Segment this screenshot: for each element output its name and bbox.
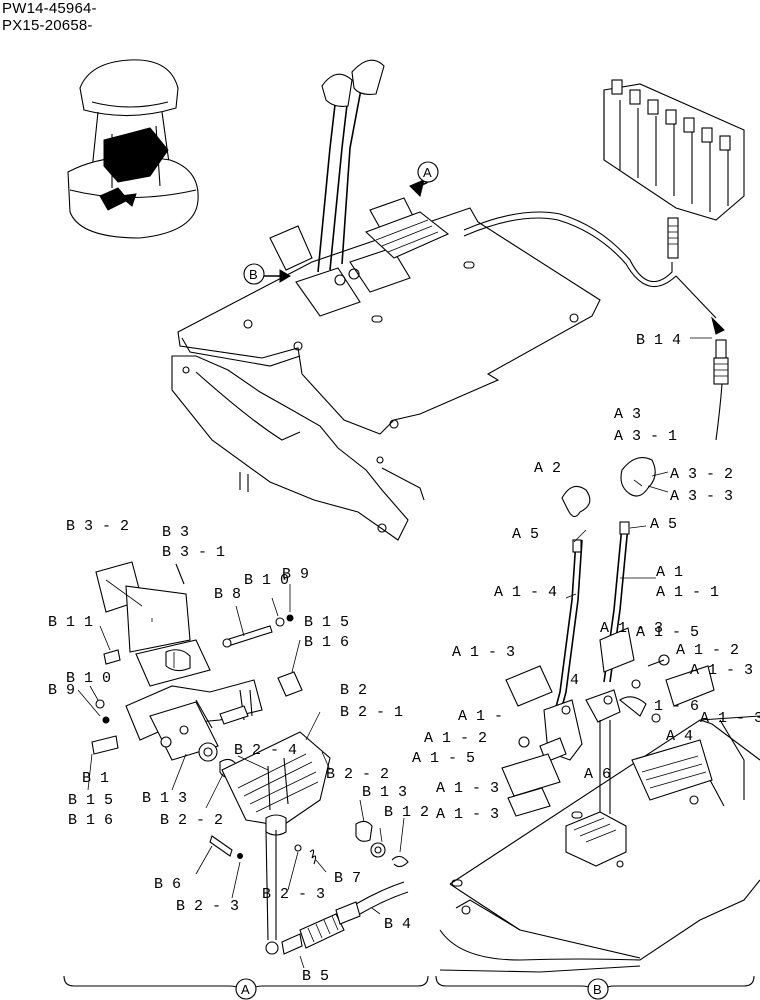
callout-b12: B 1 2 — [384, 804, 429, 821]
callout-b10-top: B 1 0 — [244, 572, 289, 589]
callout-a1-3-b: A 1 - 3 — [600, 620, 663, 637]
view-a-callouts: B 3 - 2 B 3 B 3 - 1 B 8 B 1 0 B 9 B 1 1 … — [48, 518, 429, 985]
callout-b2-4: B 2 - 4 — [234, 742, 297, 759]
callout-a5-left: A 5 — [512, 526, 539, 543]
callout-b9-left: B 9 — [48, 682, 75, 699]
callout-b2-1: B 2 - 1 — [340, 704, 403, 721]
view-b-callouts: A 3 A 3 - 1 A 2 A 3 - 2 A 3 - 3 A 5 A 5 … — [412, 406, 760, 823]
callout-b1: B 1 — [82, 770, 109, 787]
callout-b15-top: B 1 5 — [304, 614, 349, 631]
serial-range-2: PX15-20658- — [2, 17, 93, 34]
callout-a1-3-d: A 1 - 3 — [700, 710, 760, 727]
callout-b13-a: B 1 3 — [142, 790, 187, 807]
view-b-lever-assembly — [439, 457, 760, 973]
callout-a1-2-a: A 1 - 2 — [676, 642, 739, 659]
callout-a1-5-a: A 1 - 5 — [636, 624, 699, 641]
b14-cable-end: B 1 4 — [636, 316, 729, 441]
callout-a3-2: A 3 - 2 — [670, 466, 733, 483]
callout-b9-top: B 9 — [282, 566, 309, 583]
callout-b3-1: B 3 - 1 — [162, 544, 225, 561]
callout-a3-1: A 3 - 1 — [614, 428, 677, 445]
control-valve — [603, 79, 745, 259]
callout-b2-3-a: B 2 - 3 — [176, 898, 239, 915]
callout-b7: B 7 — [334, 870, 361, 887]
view-braces: A B — [63, 975, 755, 1000]
callout-a1-3-e: A 1 - 3 — [436, 780, 499, 797]
callout-b16-bot: B 1 6 — [68, 812, 113, 829]
callout-a1-1: A 1 - 1 — [656, 584, 719, 601]
callout-a1-3-a: A 1 - 3 — [452, 644, 515, 661]
callout-a1-4: A 1 - 4 — [494, 584, 557, 601]
serial-range-1: PW14-45964- — [2, 0, 97, 17]
view-a-marker-bottom: A — [241, 982, 250, 997]
callout-a3-3: A 3 - 3 — [670, 488, 733, 505]
callout-a4-b: A 4 — [666, 728, 693, 745]
callout-b8: B 8 — [214, 586, 241, 603]
callout-b14: B 1 4 — [636, 332, 681, 349]
view-a-pedal-assembly — [77, 561, 409, 969]
view-b-marker-top: B — [249, 267, 258, 282]
callout-a1-3-f: A 1 - 3 — [436, 806, 499, 823]
callout-b15-bot: B 1 5 — [68, 792, 113, 809]
callout-b6: B 6 — [154, 876, 181, 893]
callout-a2: A 2 — [534, 460, 561, 477]
callout-a6: A 6 — [584, 766, 611, 783]
callout-a5-right: A 5 — [650, 516, 677, 533]
callout-a1-3-c: A 1 - 3 — [690, 662, 753, 679]
callout-b2-2-a: B 2 - 2 — [326, 766, 389, 783]
view-b-marker-bottom: B — [593, 982, 602, 997]
callout-a4-a: 4 — [570, 672, 579, 689]
callout-b3-2: B 3 - 2 — [66, 518, 129, 535]
callout-b4: B 4 — [384, 916, 411, 933]
callout-b11: B 1 1 — [48, 614, 93, 631]
callout-a3: A 3 — [614, 406, 641, 423]
callout-a1-6: 1 - 6 — [654, 698, 699, 715]
callout-a1-5-b: A 1 - 5 — [412, 750, 475, 767]
callout-b3: B 3 — [162, 524, 189, 541]
callout-b2-2-b: B 2 - 2 — [160, 812, 223, 829]
callout-b10-left: B 1 0 — [66, 670, 111, 687]
callout-a1-2-b: A 1 - 2 — [424, 730, 487, 747]
callout-a1-trunc: A 1 - — [458, 708, 503, 725]
callout-a1: A 1 — [656, 564, 683, 581]
main-floor-assembly: A B — [171, 59, 601, 541]
callout-b2-3-b: B 2 - 3 — [262, 886, 325, 903]
callout-b2: B 2 — [340, 682, 367, 699]
callout-b13-b: B 1 3 — [362, 784, 407, 801]
view-a-marker-top: A — [423, 165, 432, 180]
callout-b16-top: B 1 6 — [304, 634, 349, 651]
control-cable — [463, 211, 717, 319]
callout-b5: B 5 — [302, 968, 329, 985]
cab-thumbnail — [67, 59, 199, 239]
